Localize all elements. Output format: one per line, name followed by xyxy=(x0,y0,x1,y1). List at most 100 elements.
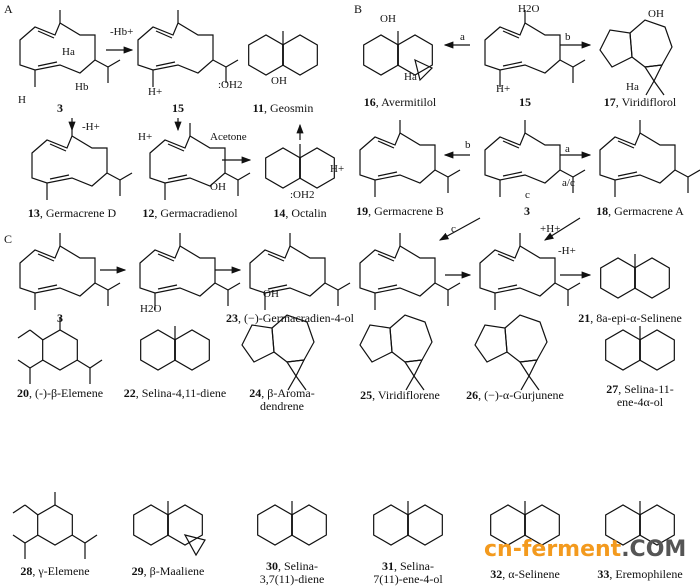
isopropyl xyxy=(119,172,133,181)
methyl xyxy=(653,80,665,96)
germacrane-ring xyxy=(19,245,96,297)
cycloheptane-ring xyxy=(629,19,673,68)
isopropenyl xyxy=(24,534,39,544)
double-bond xyxy=(267,284,288,290)
ring xyxy=(133,504,169,546)
compound-label: 30, Selina- xyxy=(266,559,318,573)
reagent-oh2: :OH2 xyxy=(218,79,242,91)
reagent-h-plus: H+ xyxy=(148,86,162,98)
cycloheptane-ring xyxy=(389,314,433,363)
vinyl xyxy=(17,329,31,339)
isopropyl xyxy=(687,169,700,178)
isopropyl xyxy=(94,59,109,68)
germacrane-ring xyxy=(479,245,556,297)
compound-label: 23, (−)-Germacradien-4-ol xyxy=(226,311,355,325)
h2o-label: H2O xyxy=(140,303,161,315)
double-bond xyxy=(37,30,55,39)
compound-label-line2: 3,7(11)-diene xyxy=(260,572,325,586)
compound-label: 14, Octalin xyxy=(273,206,326,220)
isopropyl xyxy=(94,282,109,291)
germacrane-ring xyxy=(31,135,108,187)
double-bond xyxy=(377,140,395,149)
isopropyl xyxy=(225,59,239,68)
double-bond xyxy=(37,61,58,67)
vinyl xyxy=(29,329,44,341)
ring xyxy=(600,257,636,299)
isopropenyl xyxy=(76,359,91,369)
ring xyxy=(174,329,210,371)
path-b-label: b xyxy=(565,31,571,43)
path-b-label: b xyxy=(465,139,471,151)
cycloheptane-ring xyxy=(504,314,548,363)
isopropyl xyxy=(224,172,239,181)
compound-label: 15 xyxy=(519,95,531,109)
isopropyl xyxy=(227,282,241,291)
compound-label: 20, (-)-β-Elemene xyxy=(17,386,103,400)
compound-label: 26, (−)-α-Gurjunene xyxy=(466,388,564,402)
germacrane-ring xyxy=(484,22,561,74)
h-plus-label: H+ xyxy=(330,163,344,175)
cyclopropane-ring xyxy=(643,64,664,83)
compound-label: 13, Germacrene D xyxy=(28,206,117,220)
double-bond xyxy=(497,284,518,290)
double-bond xyxy=(377,253,395,262)
compound-label: 22, Selina-4,11-diene xyxy=(124,386,227,400)
compound-label-line2: 7(11)-ene-4-ol xyxy=(373,572,443,586)
path-ac-label: a/c xyxy=(562,177,575,189)
path-a-label: a xyxy=(565,143,570,155)
compound-label-line2: dendrene xyxy=(260,399,304,413)
ring xyxy=(42,329,78,371)
ring xyxy=(167,504,203,546)
double-bond xyxy=(155,61,176,67)
isopropenyl xyxy=(71,534,86,544)
double-bond xyxy=(502,140,520,149)
oh-label: OH xyxy=(380,13,396,25)
methyl xyxy=(520,375,530,391)
methyl xyxy=(287,375,297,391)
h-label: H xyxy=(18,94,26,106)
isopropyl xyxy=(434,282,449,291)
panel-label-c: C xyxy=(4,232,12,246)
isopropyl xyxy=(572,59,586,68)
ring xyxy=(291,504,327,546)
ring xyxy=(37,504,73,546)
isopropyl xyxy=(106,172,121,181)
cyclopropane-ring xyxy=(403,359,424,378)
isopropyl xyxy=(447,282,461,291)
cycloheptane-ring xyxy=(271,314,315,363)
double-bond xyxy=(617,171,638,177)
double-bond xyxy=(377,284,398,290)
path-c-label: c xyxy=(525,189,530,201)
compound-label: 17, Viridiflorol xyxy=(604,95,677,109)
compound-label: 12, Germacradienol xyxy=(142,206,238,220)
double-bond xyxy=(49,174,70,180)
compound-label: 29, β-Maaliene xyxy=(132,564,205,578)
isopropyl xyxy=(212,59,227,68)
oh-label: OH xyxy=(648,8,664,20)
compound-label: 27, Selina-11- xyxy=(606,382,674,396)
double-bond xyxy=(167,143,185,152)
compound-label: 3 xyxy=(524,204,530,218)
double-bond xyxy=(37,284,58,290)
germacrane-ring xyxy=(149,135,226,187)
isopropyl xyxy=(567,282,581,291)
reaction-arrow xyxy=(543,217,581,241)
compound-label: 33, Eremophilene xyxy=(597,567,682,581)
cyclopropane-ring xyxy=(414,58,434,82)
ring xyxy=(140,329,176,371)
ring xyxy=(373,504,409,546)
cyclopropane-ring xyxy=(518,359,539,378)
isopropyl xyxy=(214,282,229,291)
compound-label: 31, Selina- xyxy=(382,559,434,573)
h-plus-label: H+ xyxy=(496,83,510,95)
germacrane-ring xyxy=(484,132,561,184)
isopropyl xyxy=(554,282,569,291)
panel-label-b: B xyxy=(354,2,362,16)
oh-label: OH xyxy=(210,181,226,193)
plus-h-label: +H+ xyxy=(540,223,560,235)
isopropenyl xyxy=(29,359,44,369)
oh2-label: :OH2 xyxy=(290,189,314,201)
methyl xyxy=(413,375,425,391)
ring xyxy=(265,147,301,189)
